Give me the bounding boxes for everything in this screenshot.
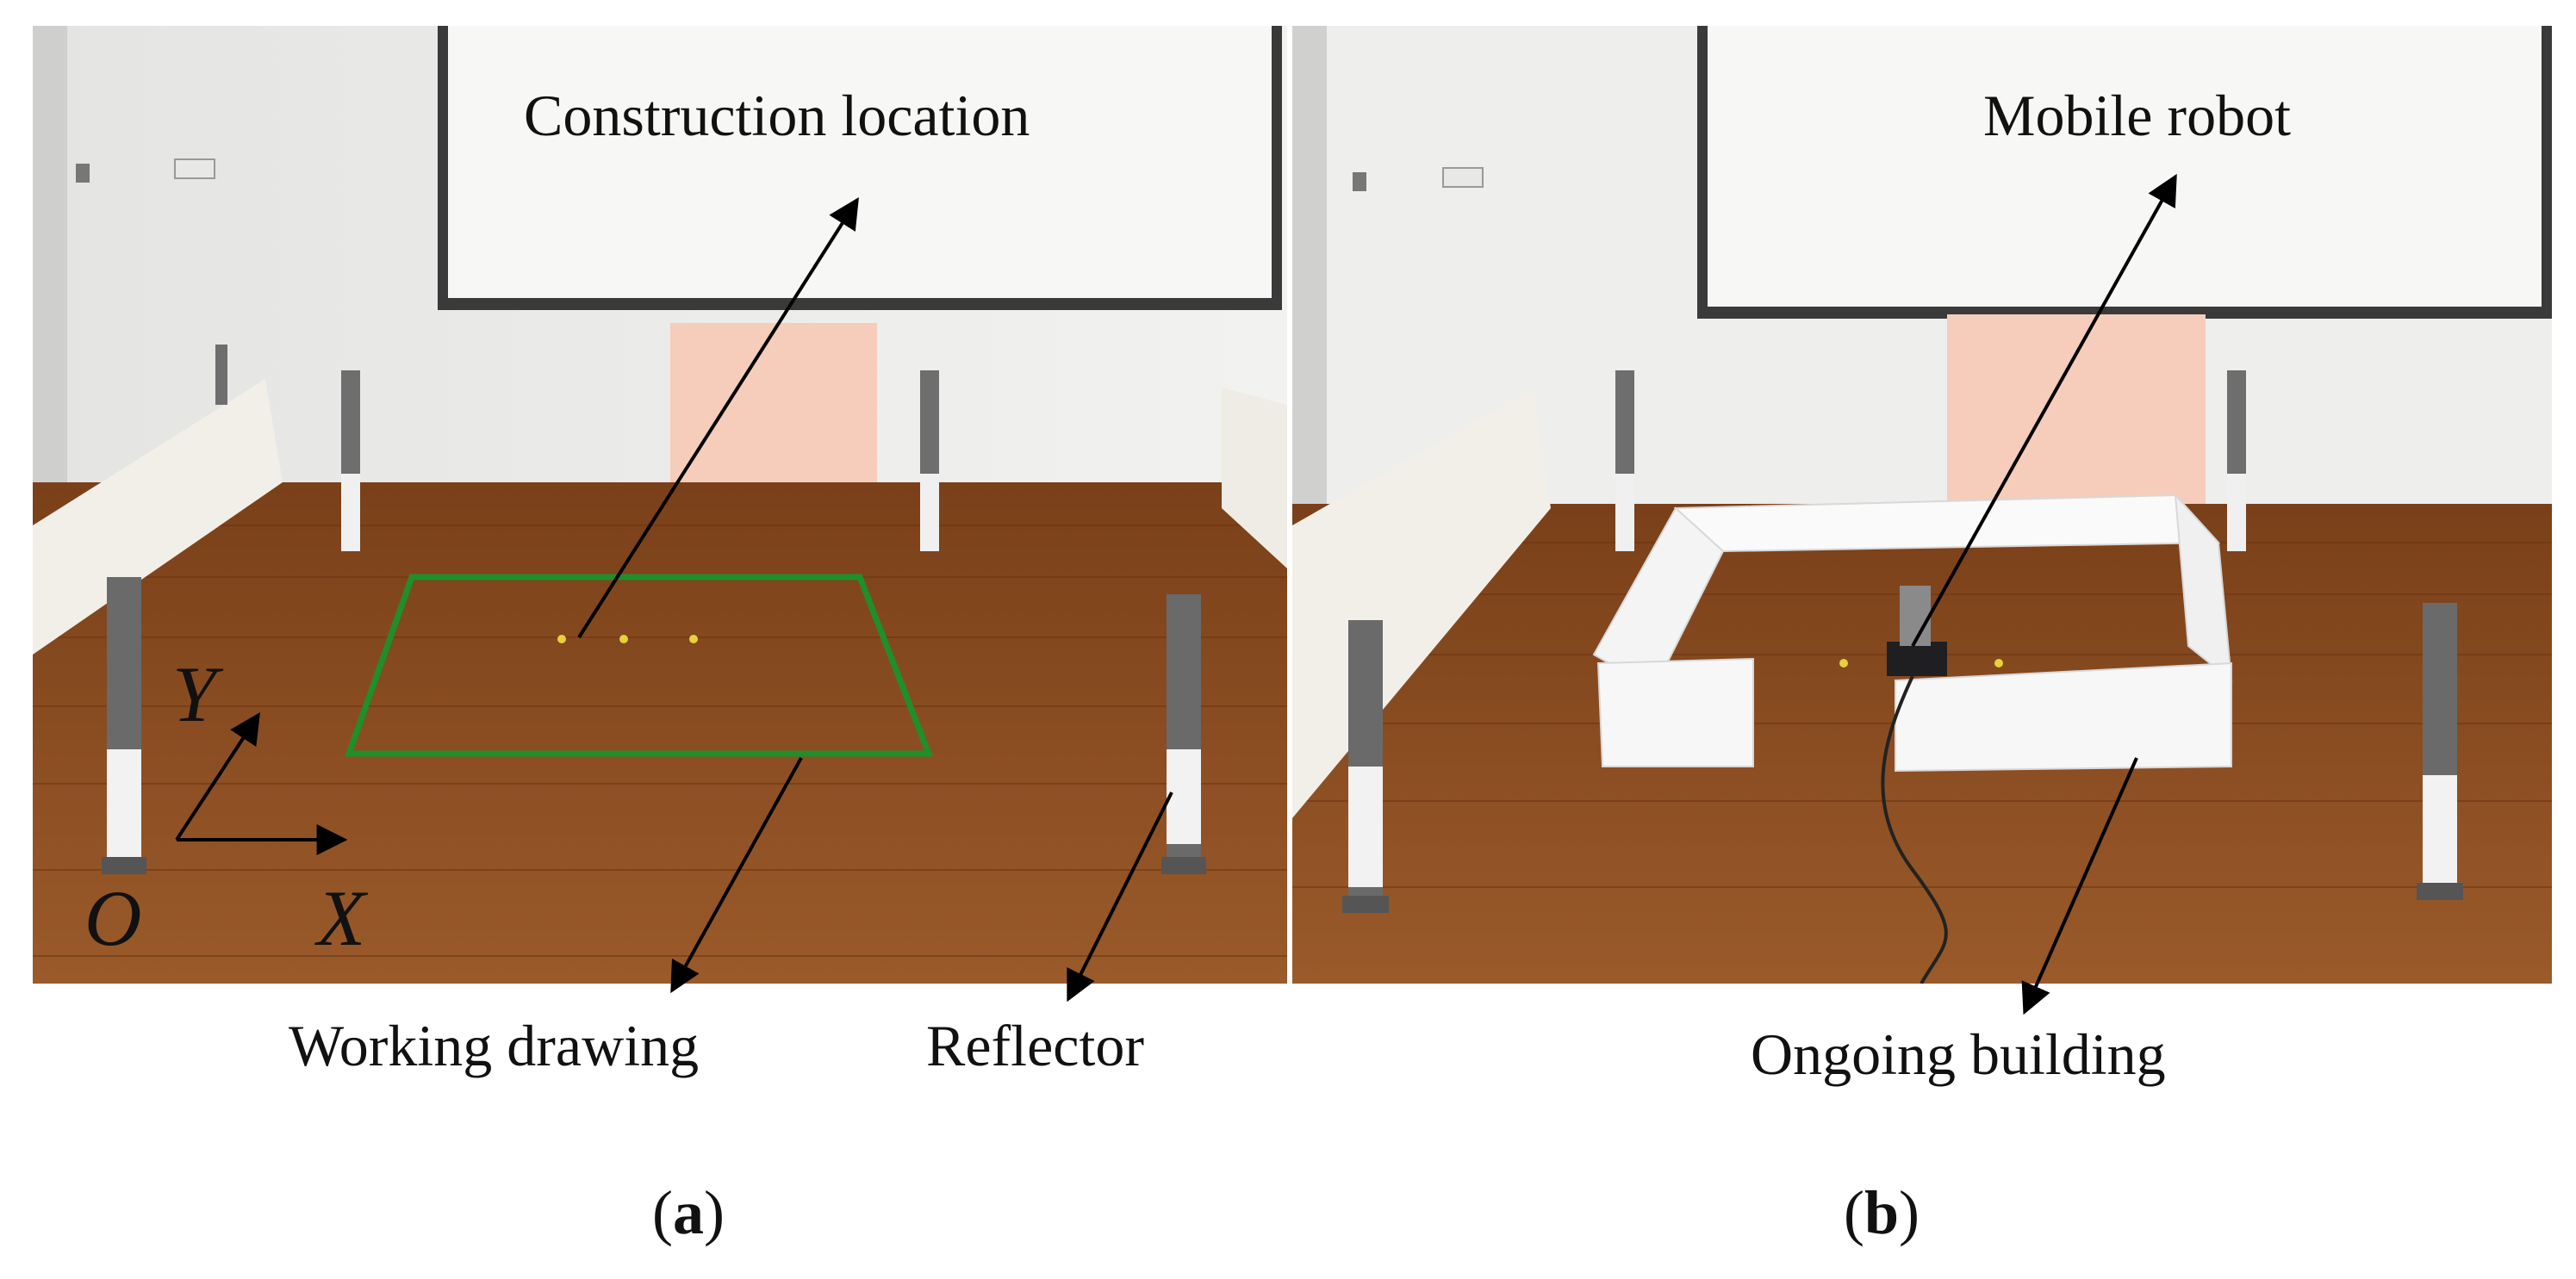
label-mobile-robot: Mobile robot (1983, 83, 2291, 148)
door-frame (33, 26, 67, 508)
poster (670, 323, 877, 482)
robot-cable (1881, 675, 1948, 984)
reflector-pole-corner (215, 345, 227, 405)
label-construction-location: Construction location (524, 83, 1030, 148)
wall-switch (1353, 172, 1366, 191)
whiteboard (448, 26, 1272, 298)
side-board-left (33, 379, 283, 655)
reflector-pole-front-left (1342, 620, 1389, 913)
caption-b: (b) (1844, 1182, 1920, 1244)
caption-a-letter: a (672, 1178, 704, 1247)
scene-a (33, 26, 1287, 984)
reflector-pole-front-right (2417, 603, 2463, 900)
photo-panel-a (33, 26, 1287, 984)
scene-b (1292, 26, 2552, 984)
caption-b-open: ( (1844, 1178, 1864, 1247)
caption-a-open: ( (652, 1178, 673, 1247)
label-ongoing-building: Ongoing building (1751, 1021, 2166, 1087)
label-axis-origin: O (84, 874, 142, 962)
reflector-pole-back-right (2227, 370, 2246, 551)
caption-b-letter: b (1864, 1178, 1900, 1247)
poster (1947, 314, 2206, 504)
label-axis-y: Y (172, 650, 217, 738)
marker (1839, 659, 1848, 667)
whiteboard (1708, 26, 2542, 307)
caption-b-close: ) (1899, 1178, 1920, 1247)
marker (1994, 659, 2003, 667)
marker (557, 635, 566, 643)
power-outlet (174, 158, 215, 179)
marker (619, 635, 628, 643)
side-board-right (1222, 388, 1287, 568)
reflector-pole-front-left (102, 577, 146, 874)
label-axis-x: X (317, 874, 366, 962)
caption-a-close: ) (703, 1178, 725, 1247)
power-outlet (1442, 167, 1484, 188)
label-working-drawing: Working drawing (289, 1013, 700, 1078)
label-reflector: Reflector (926, 1013, 1144, 1078)
photo-panel-b (1292, 26, 2552, 984)
reflector-pole-front-right (1161, 594, 1206, 874)
wooden-floor (33, 482, 1287, 984)
wall-switch (76, 164, 90, 183)
caption-a: (a) (652, 1182, 725, 1244)
reflector-pole-back-left (341, 370, 360, 551)
door-frame (1292, 26, 1327, 525)
marker (689, 635, 698, 643)
reflector-pole-back-left (1615, 370, 1634, 551)
reflector-pole-back-right (920, 370, 939, 551)
